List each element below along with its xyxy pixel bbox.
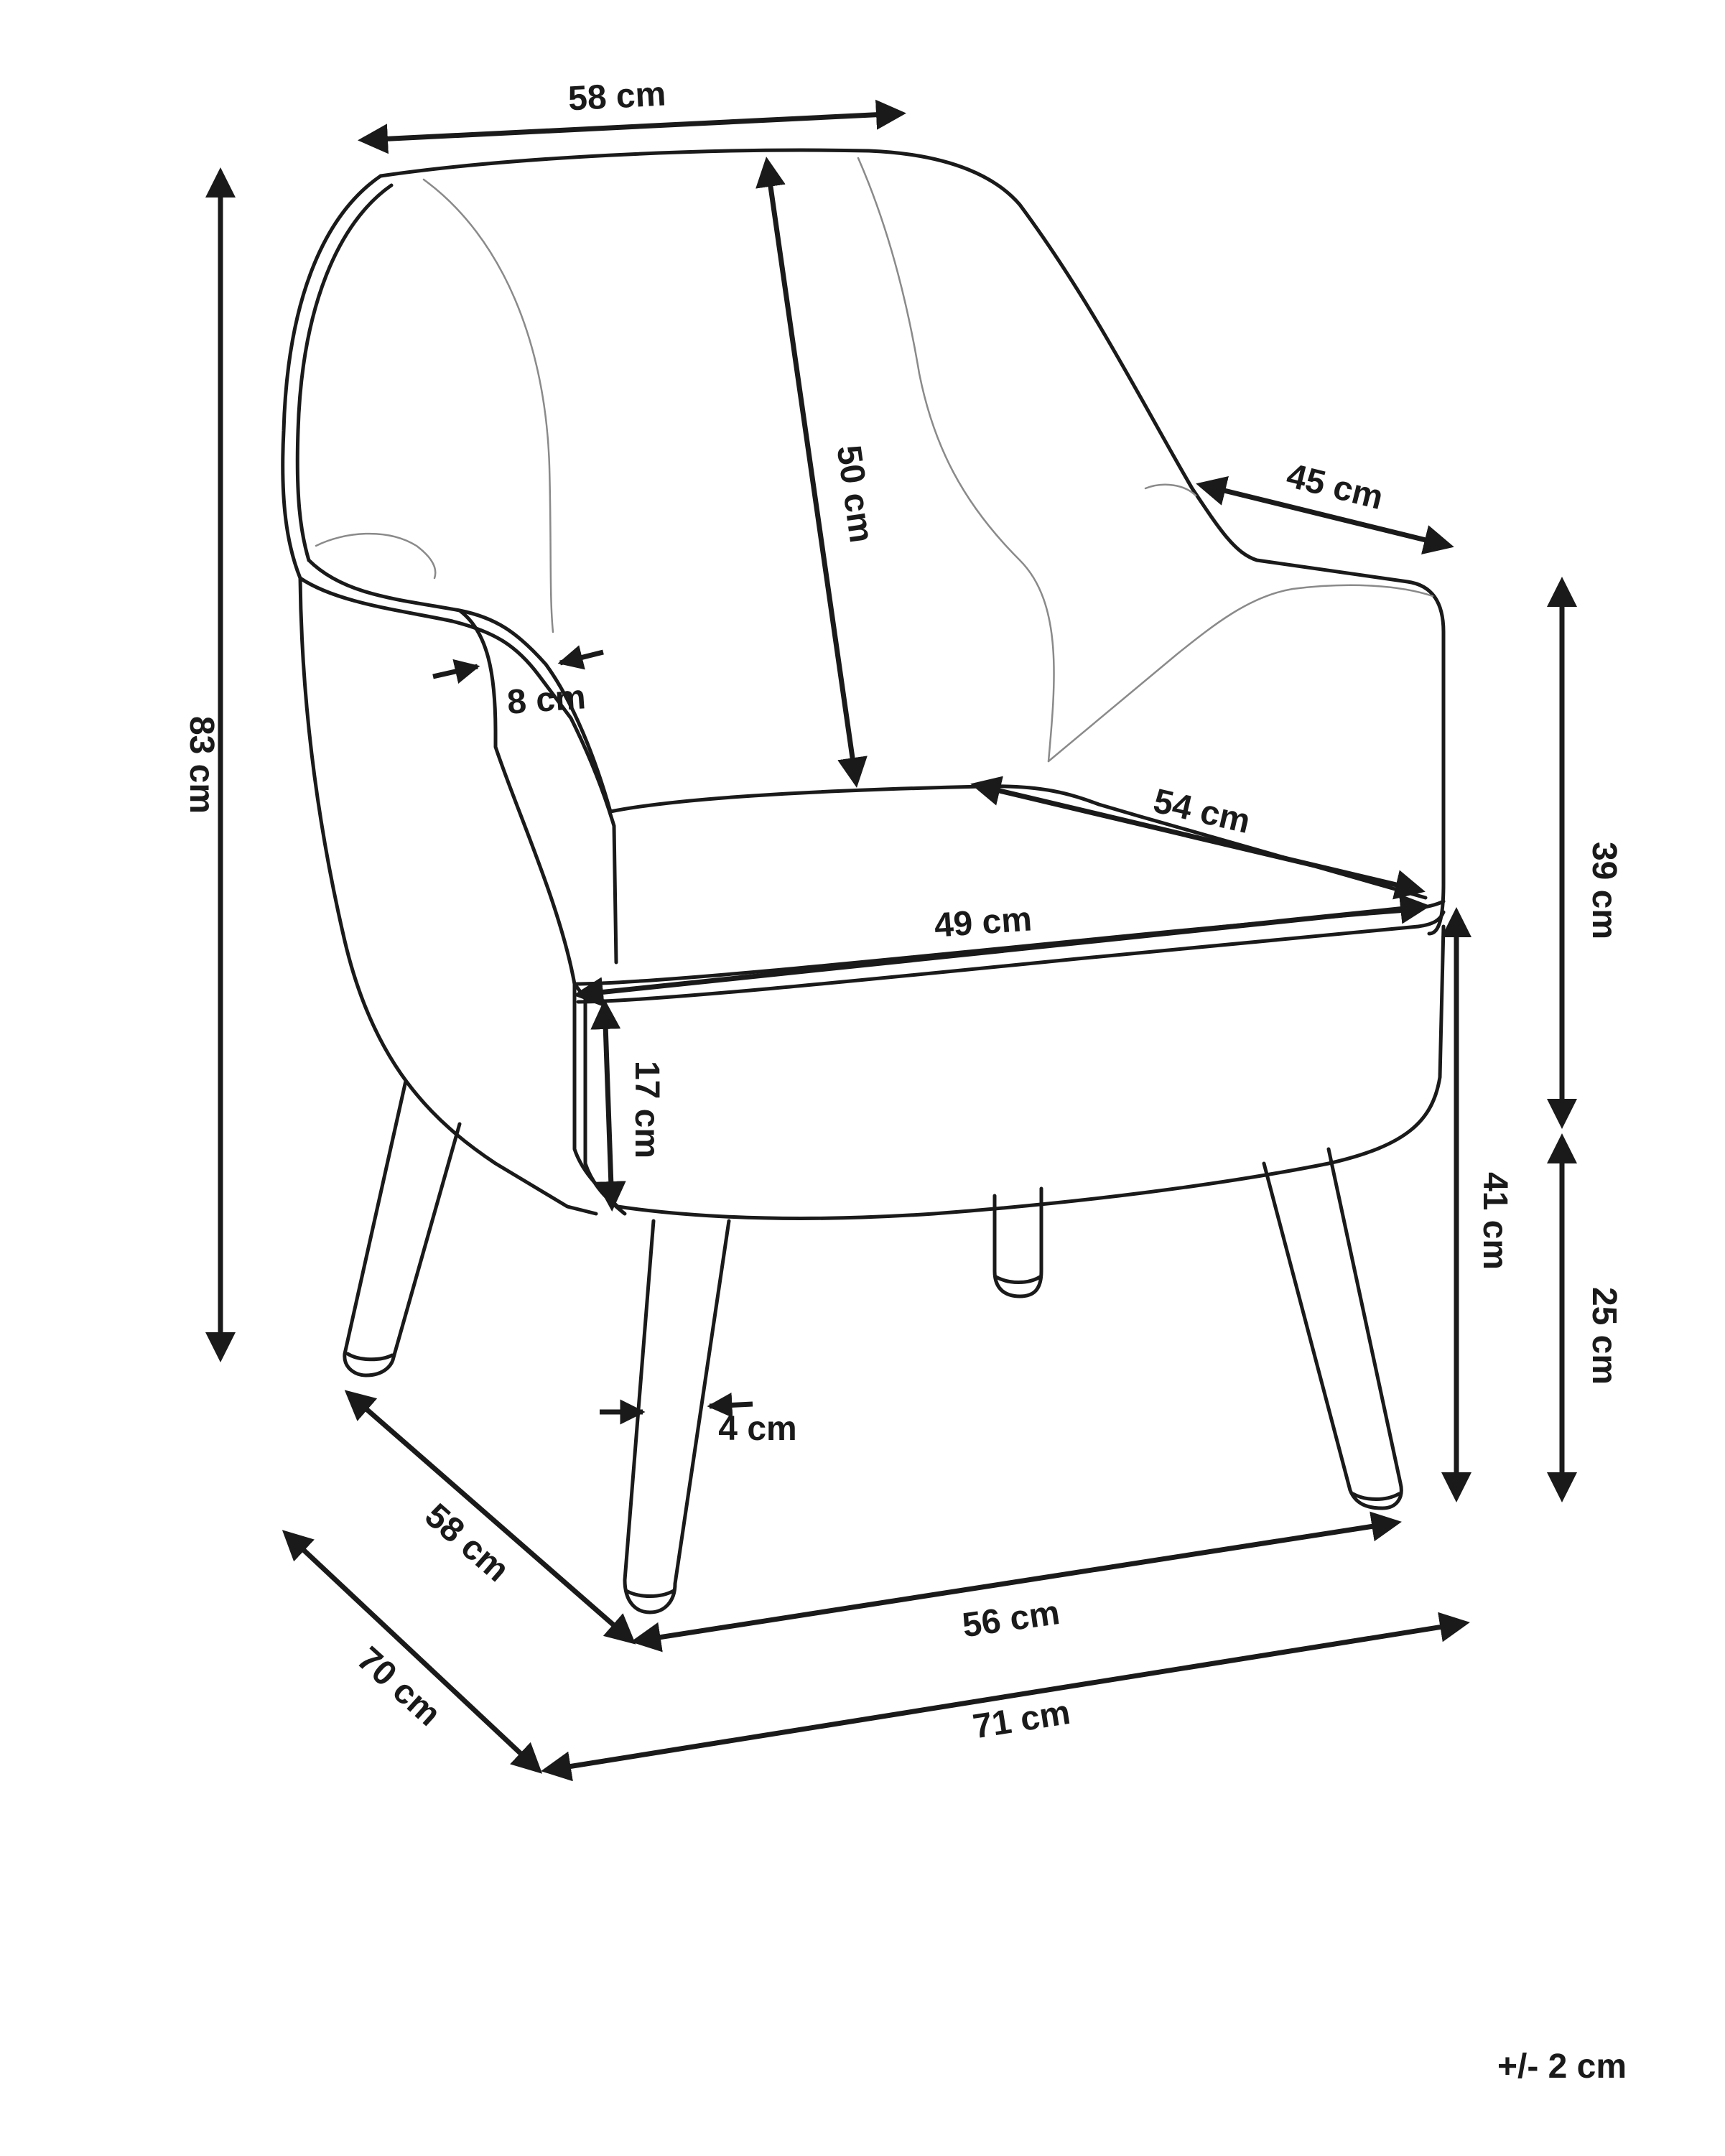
label-base-width: 56 cm: [960, 1594, 1062, 1645]
arrow-seat-depth: [970, 776, 1426, 900]
label-arm-height: 39 cm: [1585, 842, 1623, 939]
armchair-outline: [281, 148, 1446, 1614]
left-arm-piping: [298, 576, 618, 965]
left-arm-front-inner: [572, 982, 627, 1216]
label-leg-thickness: 4 cm: [718, 1410, 796, 1448]
label-overall-depth: 70 cm: [350, 1640, 448, 1733]
label-backrest-height: 50 cm: [829, 443, 880, 545]
arrow-armrest-depth: [1196, 475, 1454, 555]
leg-back-left: [343, 1079, 462, 1377]
arrow-overall-width: [541, 1612, 1470, 1782]
leg-back-right: [992, 1186, 1043, 1298]
leg-cap-back-right: [994, 1275, 1042, 1284]
label-seat-thickness: 17 cm: [628, 1061, 666, 1158]
arrow-overall-depth: [282, 1530, 543, 1774]
seat-front-bottom: [615, 924, 1446, 1221]
label-overall-height: 83 cm: [182, 716, 220, 814]
backrest-shell: [281, 174, 598, 1216]
arrow-armrest-width-right: [557, 645, 604, 670]
arrow-leg-thickness-right: [707, 1392, 753, 1418]
label-base-depth: 58 cm: [417, 1497, 516, 1589]
arrow-back-width: [358, 99, 906, 154]
dimension-arrows: [205, 99, 1577, 1782]
left-arm-front: [457, 608, 620, 1209]
seat-back-edge: [608, 784, 1428, 900]
leg-front-left: [623, 1219, 731, 1614]
backrest-top-edge: [378, 148, 1446, 936]
label-back-width: 58 cm: [567, 75, 667, 118]
arrow-backrest-height: [755, 157, 868, 788]
arrow-armrest-width-left: [432, 659, 480, 684]
upholstery-seams: [315, 157, 1434, 763]
label-armrest-width: 8 cm: [506, 678, 587, 722]
label-seat-height: 41 cm: [1476, 1172, 1514, 1270]
dimension-labels: 58 cm 83 cm 50 cm 45 cm 8 cm 54 cm 49 cm…: [182, 75, 1627, 2086]
leg-front-right: [1262, 1147, 1403, 1510]
backrest-inner-piping: [295, 183, 394, 562]
leg-cap-front-left: [624, 1589, 676, 1598]
left-arm-piping-outer: [307, 558, 613, 814]
label-seat-width: 49 cm: [933, 900, 1033, 944]
leg-cap-front-right: [1351, 1492, 1401, 1501]
arrow-base-depth: [344, 1390, 636, 1645]
tolerance-note: +/- 2 cm: [1497, 2048, 1627, 2086]
arrow-seat-thickness: [590, 999, 626, 1212]
label-leg-height: 25 cm: [1585, 1287, 1623, 1385]
arrow-seat-width: [573, 893, 1431, 1008]
leg-cap-back-left: [345, 1352, 394, 1362]
